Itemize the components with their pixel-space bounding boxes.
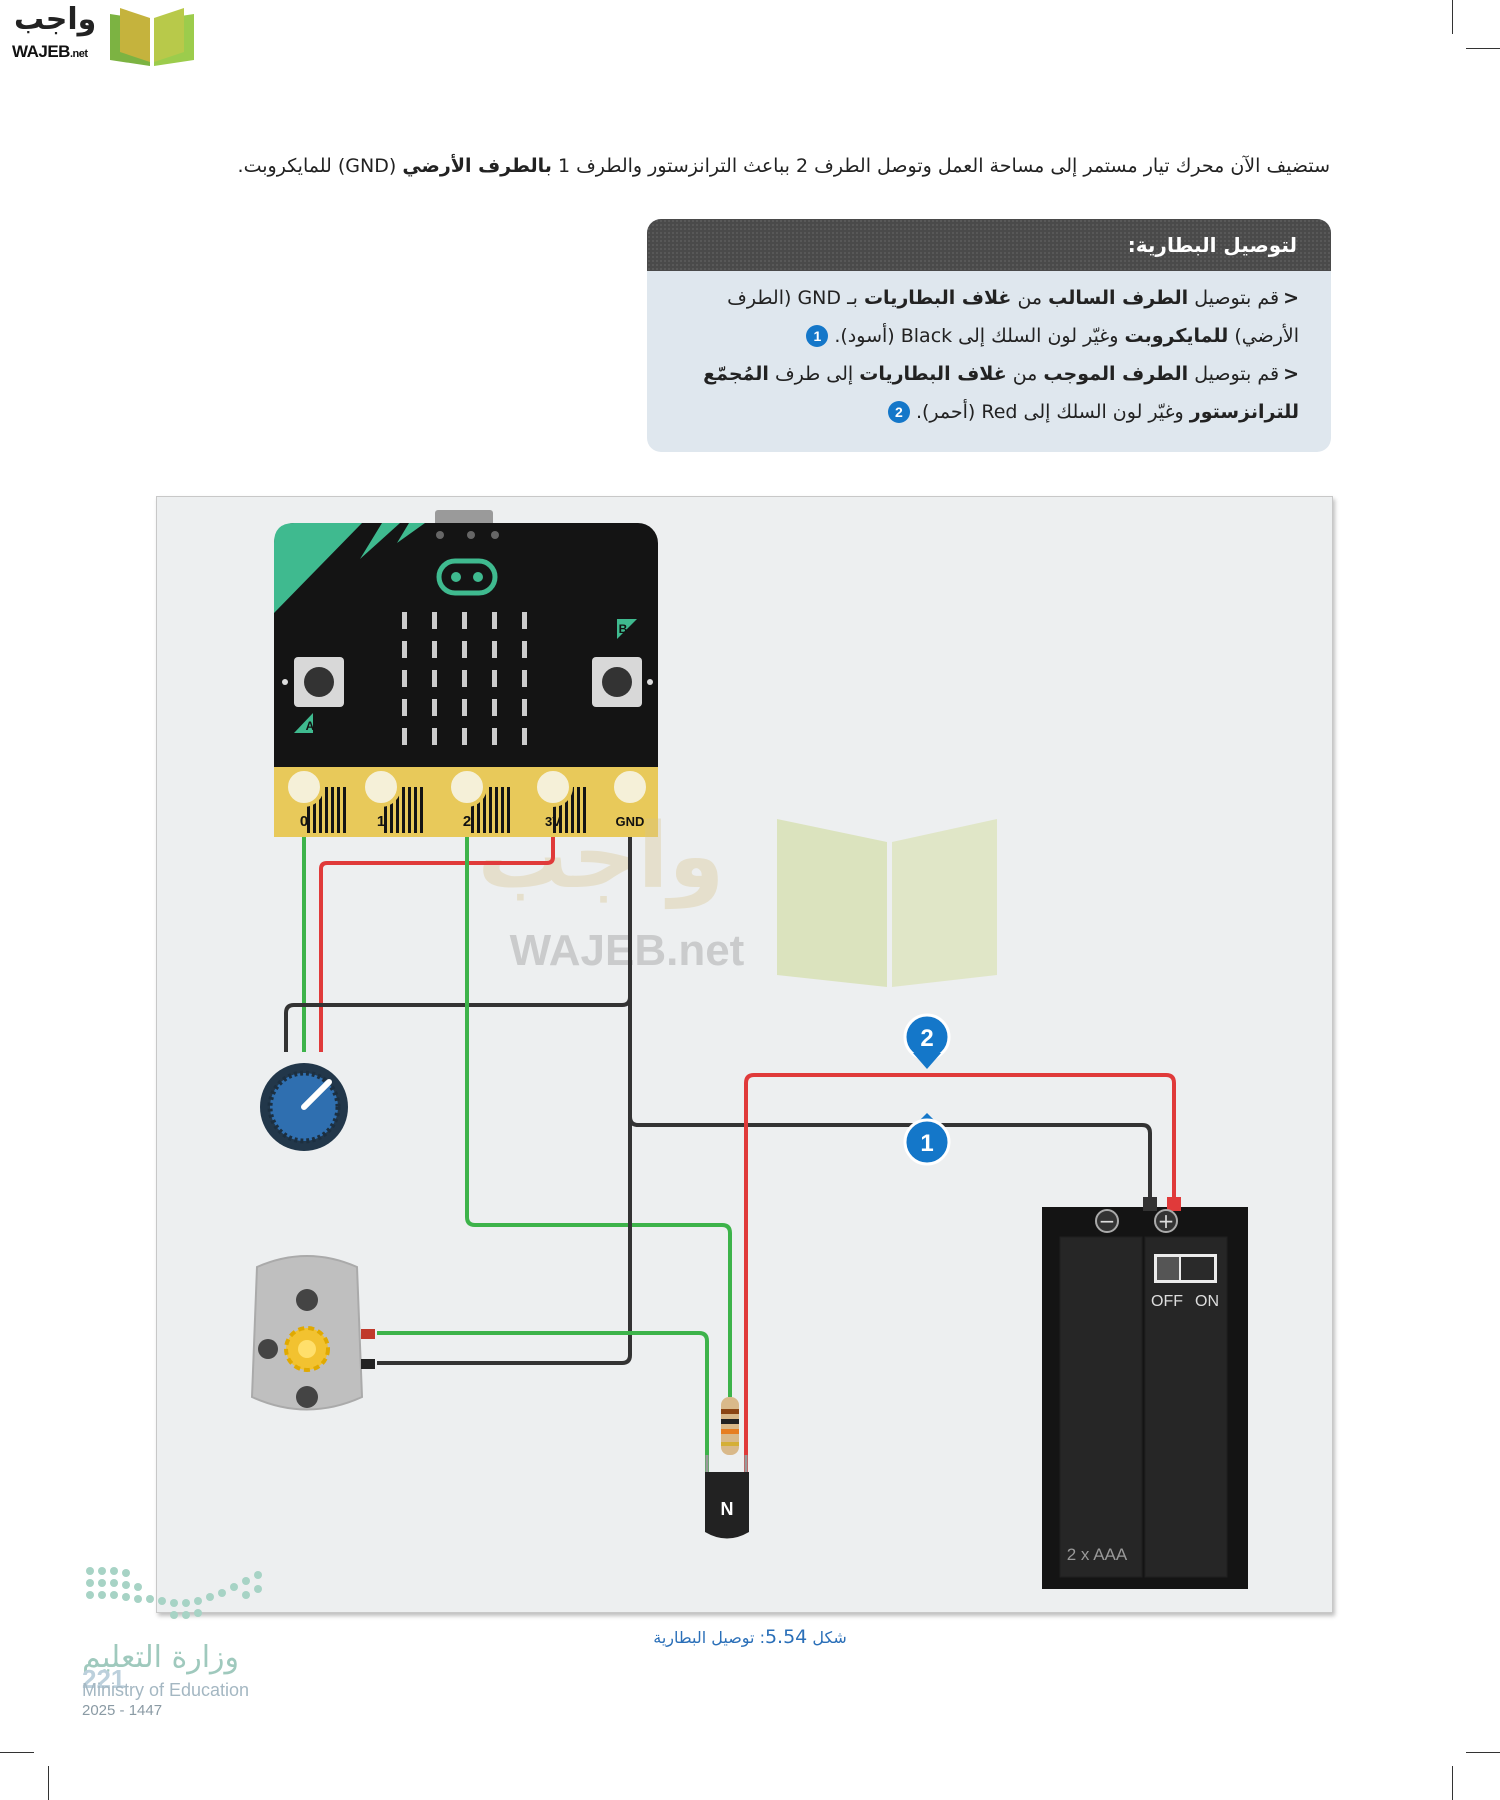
page-number: 221 (82, 1664, 126, 1694)
wire-pin2-resistor[interactable] (465, 837, 732, 1397)
microbit-board[interactable]: A B (274, 510, 658, 837)
step-item: <قم بتوصيل الطرف السالب من غلاف البطاريا… (727, 287, 1299, 347)
pin-gnd-label: GND (616, 814, 645, 829)
watermark-arabic: واجب (478, 804, 725, 910)
battery-pack[interactable]: − + OFF ON 2 x AAA (1042, 1197, 1248, 1589)
wire-marker-1[interactable]: 1 (903, 1113, 951, 1166)
transistor-label: N (721, 1499, 734, 1519)
circuit-canvas: A B (250, 510, 1248, 1589)
intro-paragraph: ستضيف الآن محرك تيار مستمر إلى مساحة الع… (237, 155, 1330, 177)
step-badge: 2 (887, 401, 910, 423)
marker-1-label: 1 (920, 1130, 933, 1157)
button-a-label: A (306, 719, 315, 733)
ministry-name-arabic: وزارة التعليم (82, 1640, 240, 1675)
pin-3v-label: 3V (545, 814, 561, 829)
crop-mark (1466, 48, 1500, 49)
book-icon (110, 8, 194, 66)
battery-minus-icon: − (1099, 1209, 1116, 1233)
crop-mark (1452, 1766, 1453, 1800)
switch-off-label: OFF (1151, 1293, 1183, 1310)
dc-motor[interactable] (250, 1255, 375, 1411)
wire-gnd-motor[interactable] (377, 997, 632, 1365)
logo-latin: WAJEB.net (12, 42, 88, 61)
instruction-box: لتوصيل البطارية: <قم بتوصيل الطرف السالب… (647, 219, 1331, 452)
battery-plus-icon: + (1158, 1209, 1175, 1233)
pin-2-label: 2 (463, 813, 471, 830)
figure-caption: شكل 5.54: توصيل البطارية (653, 1626, 847, 1648)
battery-switch[interactable] (1154, 1254, 1217, 1283)
pin-1-label: 1 (377, 813, 385, 830)
step-badge: 1 (806, 325, 829, 347)
pin-0-label: 0 (300, 813, 308, 830)
led-matrix (402, 612, 527, 745)
marker-2-label: 2 (920, 1025, 933, 1052)
watermark-latin: WAJEB.net (510, 926, 745, 975)
button-b-label: B (619, 622, 628, 636)
wire-marker-2[interactable]: 2 (903, 1013, 951, 1069)
switch-on-label: ON (1195, 1293, 1219, 1310)
wire-battery-negative-gnd[interactable] (628, 1116, 1152, 1197)
site-logo[interactable]: واجب WAJEB.net (10, 2, 194, 66)
instruction-box-title: لتوصيل البطارية: (647, 219, 1331, 271)
transistor[interactable]: N (705, 1455, 749, 1539)
crop-mark (1466, 1752, 1500, 1753)
potentiometer[interactable] (260, 1063, 348, 1151)
crop-mark (48, 1766, 49, 1800)
logo-arabic: واجب (14, 2, 97, 37)
wire-3v-potentiometer[interactable] (319, 837, 555, 1052)
button-b[interactable]: B (592, 619, 653, 707)
step-item: <قم بتوصيل الطرف الموجب من غلاف البطاريا… (703, 363, 1299, 423)
wire-motor-transistor[interactable] (377, 1331, 709, 1497)
watermark: واجب WAJEB.net (478, 804, 997, 987)
wire-battery-positive-collector[interactable] (744, 1073, 1176, 1497)
ministry-logo-icon (86, 1567, 262, 1619)
resistor[interactable] (721, 1397, 739, 1455)
intro-bold: بالطرف الأرضي (402, 155, 552, 177)
crop-mark (0, 1752, 34, 1753)
crop-mark (1452, 0, 1453, 34)
ministry-year: 2025 - 1447 (82, 1702, 163, 1719)
battery-label: 2 x AAA (1067, 1545, 1128, 1564)
circuit-figure: A B (156, 496, 1333, 1613)
button-a[interactable]: A (282, 657, 344, 733)
ministry-name-english: Ministry of Education (82, 1680, 250, 1700)
